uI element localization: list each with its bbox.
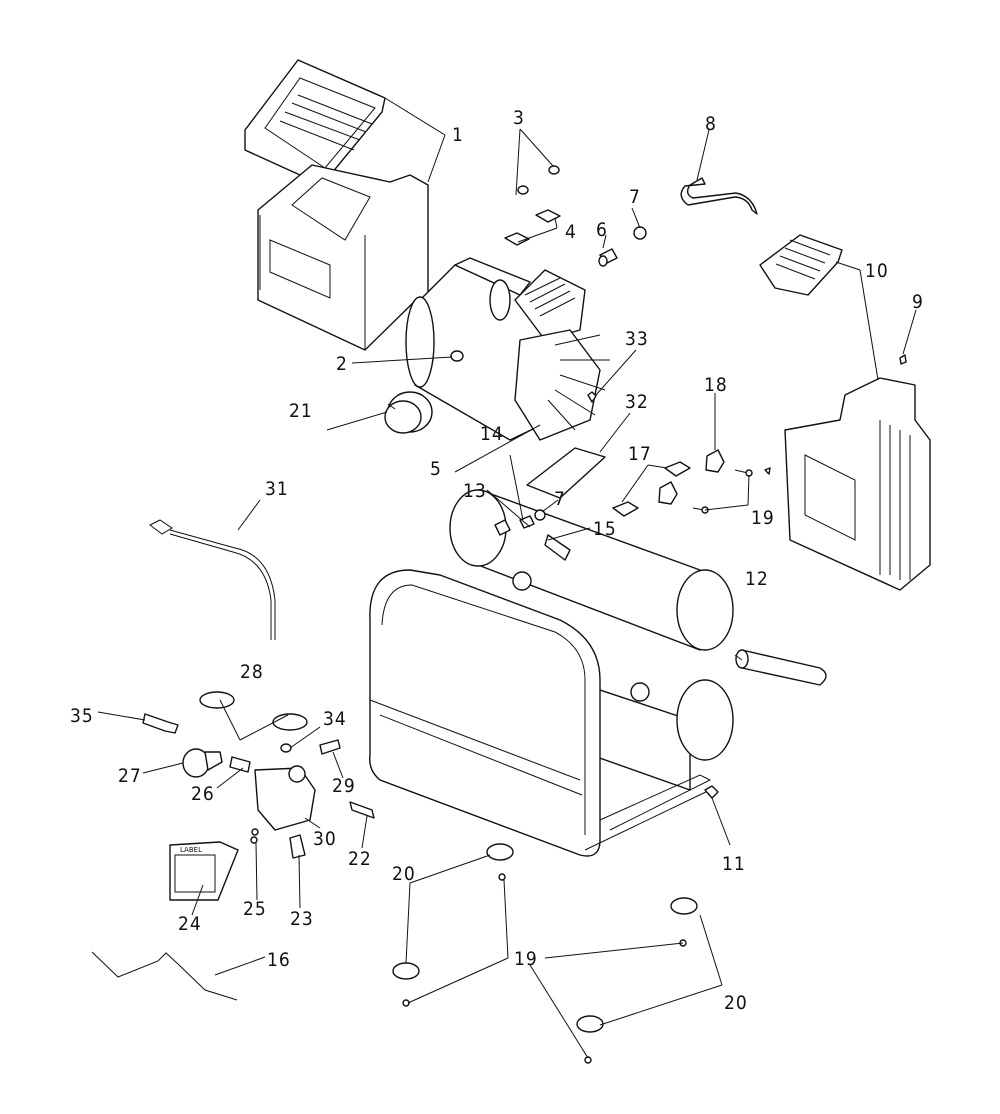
fitting-6	[598, 248, 618, 267]
callout-31: 31	[265, 478, 289, 500]
callout-8: 8	[705, 113, 717, 135]
valve-15	[544, 534, 571, 561]
callout-27: 27	[118, 765, 142, 787]
callout-labels: 1 2 3 4 5 6 7 7 8 9 10 11 12 13 14 15 16…	[70, 107, 924, 1014]
label-plate-text: LABEL	[180, 846, 202, 854]
callout-19-upper: 19	[751, 507, 775, 529]
callout-30: 30	[313, 828, 337, 850]
callout-22: 22	[348, 848, 372, 870]
coupler-35	[142, 713, 179, 734]
callout-14: 14	[480, 423, 504, 445]
callout-32: 32	[625, 391, 649, 413]
callout-20-right: 20	[724, 992, 748, 1014]
motor-pump-assembly	[405, 257, 610, 441]
plate-32	[526, 447, 606, 499]
leader-lines	[97, 97, 917, 1059]
pads-17	[612, 461, 691, 517]
callout-12: 12	[745, 568, 769, 590]
callout-2: 2	[336, 353, 348, 375]
callout-7-top: 7	[629, 186, 641, 208]
callout-35: 35	[70, 705, 94, 727]
callout-5: 5	[430, 458, 442, 480]
callout-7-lower: 7	[554, 488, 566, 510]
callout-17: 17	[628, 443, 652, 465]
screws-19-lower	[402, 873, 687, 1064]
callout-28: 28	[240, 661, 264, 683]
callout-13: 13	[463, 480, 487, 502]
callout-26: 26	[191, 783, 215, 805]
callout-29: 29	[332, 775, 356, 797]
callout-20-left: 20	[392, 863, 416, 885]
right-shroud	[784, 377, 931, 591]
tube-8	[680, 177, 758, 215]
callout-19-lower: 19	[514, 948, 538, 970]
callout-11: 11	[722, 853, 746, 875]
callout-10: 10	[865, 260, 889, 282]
label-box-24: LABEL	[169, 841, 239, 901]
end-cap-21	[384, 391, 433, 434]
fitting-22	[349, 801, 375, 819]
screw-9	[899, 354, 907, 365]
nuts-3	[517, 165, 560, 195]
callout-18: 18	[704, 374, 728, 396]
cap-28b	[272, 713, 308, 731]
callout-33: 33	[625, 328, 649, 350]
callout-34: 34	[323, 708, 347, 730]
fitting-14	[519, 515, 535, 529]
callout-1: 1	[452, 124, 464, 146]
bushing-23	[289, 834, 306, 859]
callout-4: 4	[565, 221, 577, 243]
callout-15: 15	[593, 518, 617, 540]
pressure-switch-30	[254, 767, 316, 831]
screw-33	[587, 391, 597, 403]
shroud-cover-part	[244, 59, 429, 351]
callout-23: 23	[290, 908, 314, 930]
clips-4	[504, 209, 561, 246]
callout-9: 9	[912, 291, 924, 313]
callout-21: 21	[289, 400, 313, 422]
callout-6: 6	[596, 219, 608, 241]
nut-7-lower	[534, 509, 546, 521]
callout-3: 3	[513, 107, 525, 129]
callout-24: 24	[178, 913, 202, 935]
screws-19-upper	[692, 467, 771, 514]
screw-25	[251, 828, 259, 836]
drain-valve-11	[704, 785, 719, 799]
fitting-13	[494, 519, 511, 536]
cap-28a	[199, 691, 235, 709]
callout-25: 25	[243, 898, 267, 920]
tanks-and-frame	[369, 489, 734, 857]
callout-16: 16	[267, 949, 291, 971]
nipple-29	[319, 739, 341, 755]
nipple-26	[229, 756, 251, 773]
cover-10	[759, 234, 843, 296]
nut-7-top	[633, 226, 647, 240]
grip-12	[737, 649, 827, 686]
plug-31	[149, 519, 173, 535]
knobs-18	[658, 449, 725, 505]
fitting-34	[280, 743, 292, 753]
feet-20	[392, 843, 698, 1033]
motor-plug-2	[450, 350, 464, 362]
rod-16	[91, 951, 238, 1001]
